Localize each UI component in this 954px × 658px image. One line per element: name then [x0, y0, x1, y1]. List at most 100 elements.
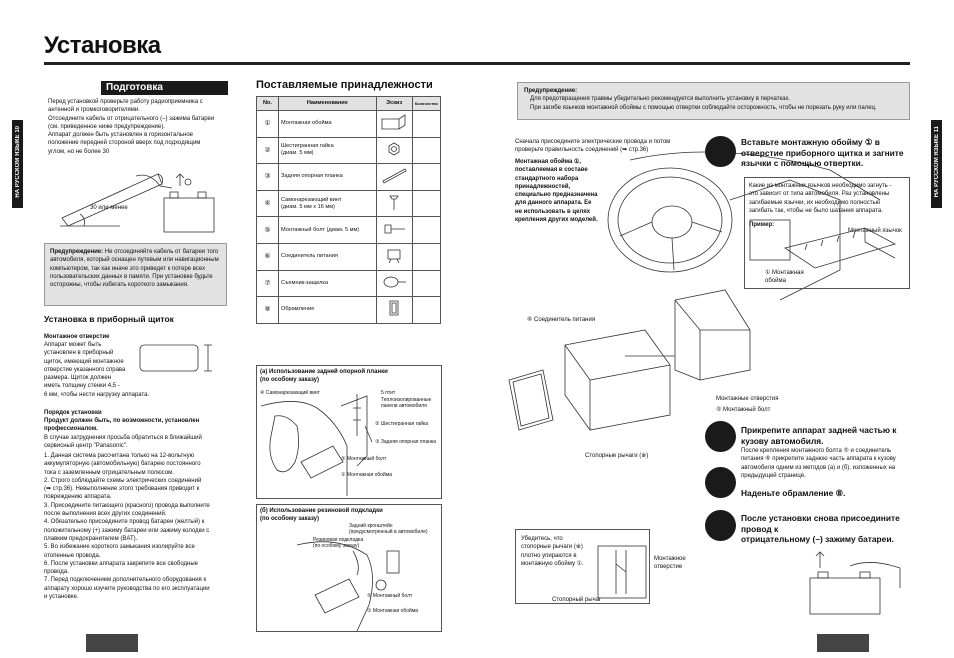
prep-warning-text: Не отсоединяйте кабель от батареи того а…	[50, 249, 219, 289]
right-warning-label: Предупреждение:	[524, 88, 578, 94]
label-rubber: Резиновая подкладка (по особому заказу)	[313, 537, 364, 549]
col-name: Наименование	[278, 96, 377, 111]
order-intro: В случае затруднения просьба обратиться …	[44, 435, 202, 450]
sketch-removal-tool-icon	[375, 269, 413, 298]
row-qty	[411, 136, 442, 165]
tab-note-text: Какие из монтажных язычков необходимо за…	[749, 183, 892, 214]
accessories-heading: Поставляемые принадлежности	[256, 79, 433, 91]
tab-note-tab-label: Монтажный язычок	[848, 228, 902, 234]
label-mount-holes: Монтажные отверстия	[716, 396, 779, 402]
left-side-tab: НА РУССКОМ ЯЗЫКЕ 10	[12, 120, 23, 208]
row-name: Соединитель питания	[278, 242, 377, 271]
row-name: Обрамление	[278, 296, 377, 324]
tab-note-sleeve-label: ① Монтажная обойма	[765, 270, 804, 285]
step-4-marker	[705, 510, 736, 541]
table-header-row: No. Наименование Эскиз Количество	[256, 96, 442, 111]
order-step: 6. После установки аппарата закрепите вс…	[44, 560, 199, 576]
row-no: ④	[256, 189, 279, 218]
row-name: Задняя опорная планка	[278, 163, 377, 191]
label-power-connector: ⑥ Соединитель питания	[527, 317, 596, 323]
angle-label: 30 или менее	[90, 205, 128, 211]
right-warning-box: Предупреждение: Для предотвращения травм…	[517, 82, 910, 120]
label-panels: Теплоизолированные панели автомобиля	[381, 397, 432, 409]
col-no: No.	[256, 96, 279, 111]
order-step: 3. Присоедините питающего (красного) про…	[44, 502, 210, 518]
row-no: ②	[256, 136, 279, 165]
label-lever: Стопорный рычаг	[552, 597, 602, 603]
opening-text: Аппарат может быть установлен в приборны…	[44, 342, 150, 398]
label-b-sleeve: ① Монтажная обойма	[367, 608, 419, 614]
step-3-marker	[705, 467, 736, 498]
label-sleeve: ① Монтажная обойма	[341, 472, 393, 478]
rear-strap-title: (а) Использование задней опорной планки …	[260, 369, 388, 384]
sketch-connector-icon	[375, 242, 413, 271]
rubber-bushing-title: (б) Использование резиновой подкладки (п…	[260, 508, 383, 523]
rubber-bushing-box: (б) Использование резиновой подкладки (п…	[256, 504, 442, 632]
sleeve-note: Монтажная обойма ①, поставляемая в соста…	[515, 159, 598, 224]
rear-strap-illustration	[260, 394, 373, 496]
tab-note-example: Пример:	[749, 222, 775, 228]
label-rear-bracket: Задний кронштейн (предусмотренный в авто…	[349, 523, 428, 535]
right-intro: Сначала присоедините электрические прово…	[515, 139, 671, 154]
prep-warning-box: Предупреждение: Не отсоединяйте кабель о…	[44, 243, 227, 306]
row-no: ③	[256, 163, 279, 191]
opening-dimension-illustration	[139, 344, 212, 372]
lever-check-illustration	[597, 545, 647, 599]
rear-strap-box: (а) Использование задней опорной планки …	[256, 365, 442, 499]
opening-title: Монтажное отверстие	[44, 334, 110, 340]
row-qty	[411, 189, 442, 218]
label-mount-bolt: ⑤ Монтажный болт	[716, 407, 771, 413]
row-no: ⑤	[256, 216, 279, 244]
dashboard-heading: Установка в приборный щиток	[44, 314, 174, 324]
label-levers: Стопорные рычаги (※)	[585, 453, 649, 459]
right-warning-text: Для предотвращения травмы убедительно ре…	[530, 96, 877, 111]
page-title: Установка	[44, 32, 161, 59]
title-rule	[44, 62, 910, 65]
label-nut: ② Шестигранная гайка	[375, 421, 428, 427]
step-2-text: Прикрепите аппарат задней частью к кузов…	[741, 425, 897, 446]
step-1-text: Вставьте монтажную обойму ① в отверстие …	[741, 137, 904, 168]
page-number-box-right	[817, 634, 869, 652]
label-screw: ④ Самонарезающий винт	[260, 390, 320, 396]
order-step: 7. Перед подключением дополнительного об…	[44, 577, 210, 601]
row-no: ⑥	[256, 242, 279, 271]
prep-warning-label: Предупреждение:	[50, 249, 104, 255]
order-step: 1. Данная система рассчитана только на 1…	[44, 453, 201, 476]
row-qty	[411, 242, 442, 271]
row-qty	[411, 163, 442, 191]
order-title: Порядок установки	[44, 410, 102, 416]
lever-check-text: Убедитесь, что стопорные рычаги (※) плот…	[521, 536, 584, 567]
order-step: 4. Обязательно присоедините провод батар…	[44, 519, 210, 542]
exploded-mount-illustration	[508, 289, 751, 431]
sketch-nut-icon	[375, 136, 413, 165]
step-2-marker	[705, 421, 736, 452]
row-name: Шестигранная гайка (диам. 5 мм)	[278, 136, 377, 165]
prep-intro: Перед установкой проверьте работу радиоп…	[48, 99, 215, 155]
label-mbolt: ⑤ Монтажный болт	[341, 456, 387, 462]
row-qty	[411, 110, 442, 138]
order-step: 5. Во избежание короткого замыкания изол…	[44, 544, 195, 559]
row-no: ⑦	[256, 269, 279, 298]
battery-tilt-illustration	[60, 173, 215, 233]
sketch-trim-plate-icon	[375, 296, 413, 324]
sketch-sleeve-icon	[375, 110, 413, 138]
sketch-bolt-icon	[375, 216, 413, 244]
step-3-text: Наденьте обрамление ⑧.	[741, 488, 846, 498]
label-mount-hole: Монтажное отверстие	[654, 556, 686, 571]
row-name: Самонарезающий винт (диам. 5 мм x 16 мм)	[278, 189, 377, 218]
sketch-screw-icon	[375, 189, 413, 218]
row-no: ⑧	[256, 296, 279, 324]
row-name: Монтажный болт (диам. 5 мм)	[278, 216, 377, 244]
row-qty	[411, 216, 442, 244]
sketch-strap-icon	[375, 163, 413, 191]
prep-heading: Подготовка	[101, 81, 228, 95]
row-qty	[411, 296, 442, 324]
col-sketch: Эскиз	[375, 96, 413, 111]
